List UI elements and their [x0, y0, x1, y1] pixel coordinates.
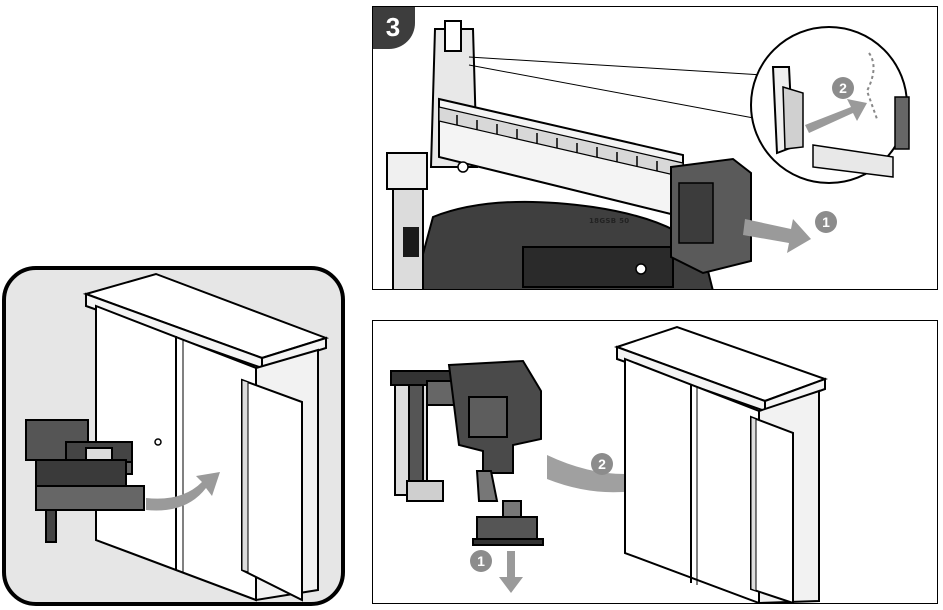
cabinet-open-door	[241, 378, 303, 602]
cabinet-storage-panel	[2, 266, 345, 606]
battery-down-arrow	[499, 551, 523, 593]
storage-illustration	[390, 325, 828, 603]
nailer-tool	[25, 419, 145, 543]
pull-arrow	[743, 219, 811, 253]
insert-arrow	[146, 472, 220, 511]
stow-step-marker: 2	[591, 453, 613, 475]
step-3-panel: 3 1 2 18GSB 50	[372, 6, 938, 290]
cabinet-storage-illustration	[25, 272, 330, 602]
stow-arrow	[547, 447, 719, 493]
detail-zoom-circle	[750, 26, 910, 184]
detach-step-marker: 2	[832, 77, 854, 99]
lift-arrow	[805, 99, 867, 133]
battery-step-marker: 1	[470, 550, 492, 572]
cabinet-open-door	[750, 415, 794, 603]
battery-pack	[472, 500, 544, 546]
storage-panel: 1 2	[372, 320, 938, 604]
remove-step-marker: 1	[815, 211, 837, 233]
magazine-removal-illustration	[386, 20, 910, 289]
tool-brand-label: 18GSB 50	[589, 217, 630, 225]
nailer-tool	[390, 359, 542, 502]
